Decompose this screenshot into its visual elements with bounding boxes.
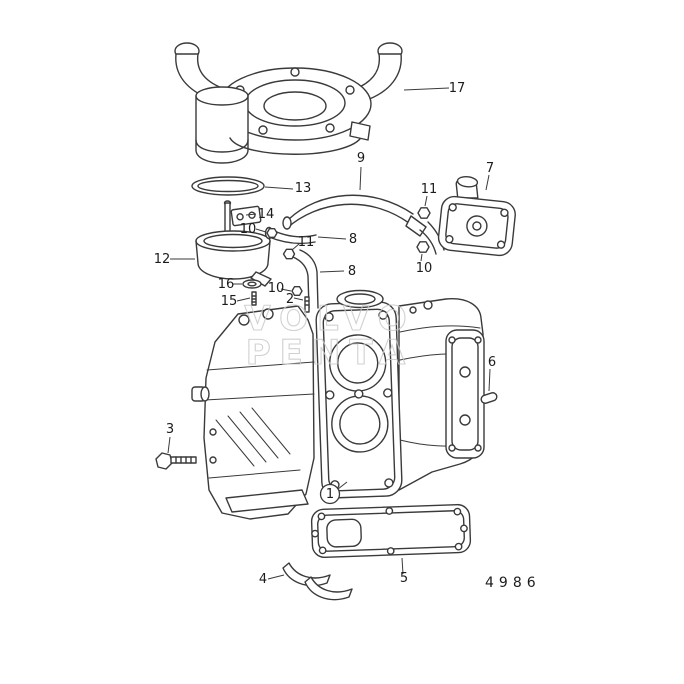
watermark: VOLVO PENTA <box>244 298 415 373</box>
cylinder-plate-center <box>315 301 403 499</box>
callout-11-right[interactable]: 11 <box>421 182 438 197</box>
bore-top-opening <box>336 289 384 309</box>
crankcase-left <box>191 305 315 520</box>
callout-10-right[interactable]: 10 <box>416 261 433 276</box>
callout-11-left[interactable]: 11 <box>298 235 315 250</box>
callout-3[interactable]: 3 <box>166 422 174 437</box>
part-15-stud <box>251 291 257 306</box>
part-11-nut-left <box>282 248 296 260</box>
callout-2[interactable]: 2 <box>286 292 294 307</box>
callout-15[interactable]: 15 <box>221 294 238 309</box>
part-10-nut-left <box>266 227 278 239</box>
callout-7[interactable]: 7 <box>486 161 494 176</box>
part-2-stud <box>304 296 310 313</box>
callout-10-left[interactable]: 10 <box>240 222 257 237</box>
callout-1[interactable]: 1 <box>326 487 334 502</box>
callout-13[interactable]: 13 <box>295 181 312 196</box>
callouts: 17 13 14 10 12 16 15 9 11 7 8 11 8 10 10… <box>154 81 496 587</box>
callout-14[interactable]: 14 <box>258 207 275 222</box>
callout-9[interactable]: 9 <box>357 151 365 166</box>
part-14-plate <box>230 205 262 227</box>
watermark-line2: PENTA <box>246 333 414 373</box>
part-5-gasket <box>310 503 472 558</box>
part-10-nut-right <box>416 241 430 253</box>
callout-5[interactable]: 5 <box>400 571 408 586</box>
callout-1-circle[interactable] <box>319 483 341 505</box>
part-10-nut-mid <box>291 286 303 296</box>
figure-number: 4986 <box>485 575 541 591</box>
part-16-washer <box>242 279 262 289</box>
callout-8-lower[interactable]: 8 <box>348 264 356 279</box>
leader-lines <box>167 87 491 580</box>
cylinder-block-right <box>398 298 485 491</box>
callout-12[interactable]: 12 <box>154 252 171 267</box>
callout-8-upper[interactable]: 8 <box>349 232 357 247</box>
callout-17[interactable]: 17 <box>449 81 466 96</box>
callout-10-mid[interactable]: 10 <box>268 281 285 296</box>
part-7-housing <box>437 175 516 257</box>
part-13-o-ring <box>191 176 265 196</box>
watermark-line1: VOLVO <box>244 299 415 339</box>
callout-16[interactable]: 16 <box>218 277 235 292</box>
part-9-hose <box>282 194 427 237</box>
callout-6[interactable]: 6 <box>488 355 496 370</box>
callout-4[interactable]: 4 <box>259 572 267 587</box>
part-4-bearing-shells <box>282 562 353 601</box>
part-11-nut-right <box>417 207 431 219</box>
part-3-bolt <box>155 452 197 470</box>
part-17-mounting-bracket <box>174 42 403 164</box>
part-6-pin <box>480 392 498 404</box>
part-12-pump-assembly <box>195 200 272 306</box>
